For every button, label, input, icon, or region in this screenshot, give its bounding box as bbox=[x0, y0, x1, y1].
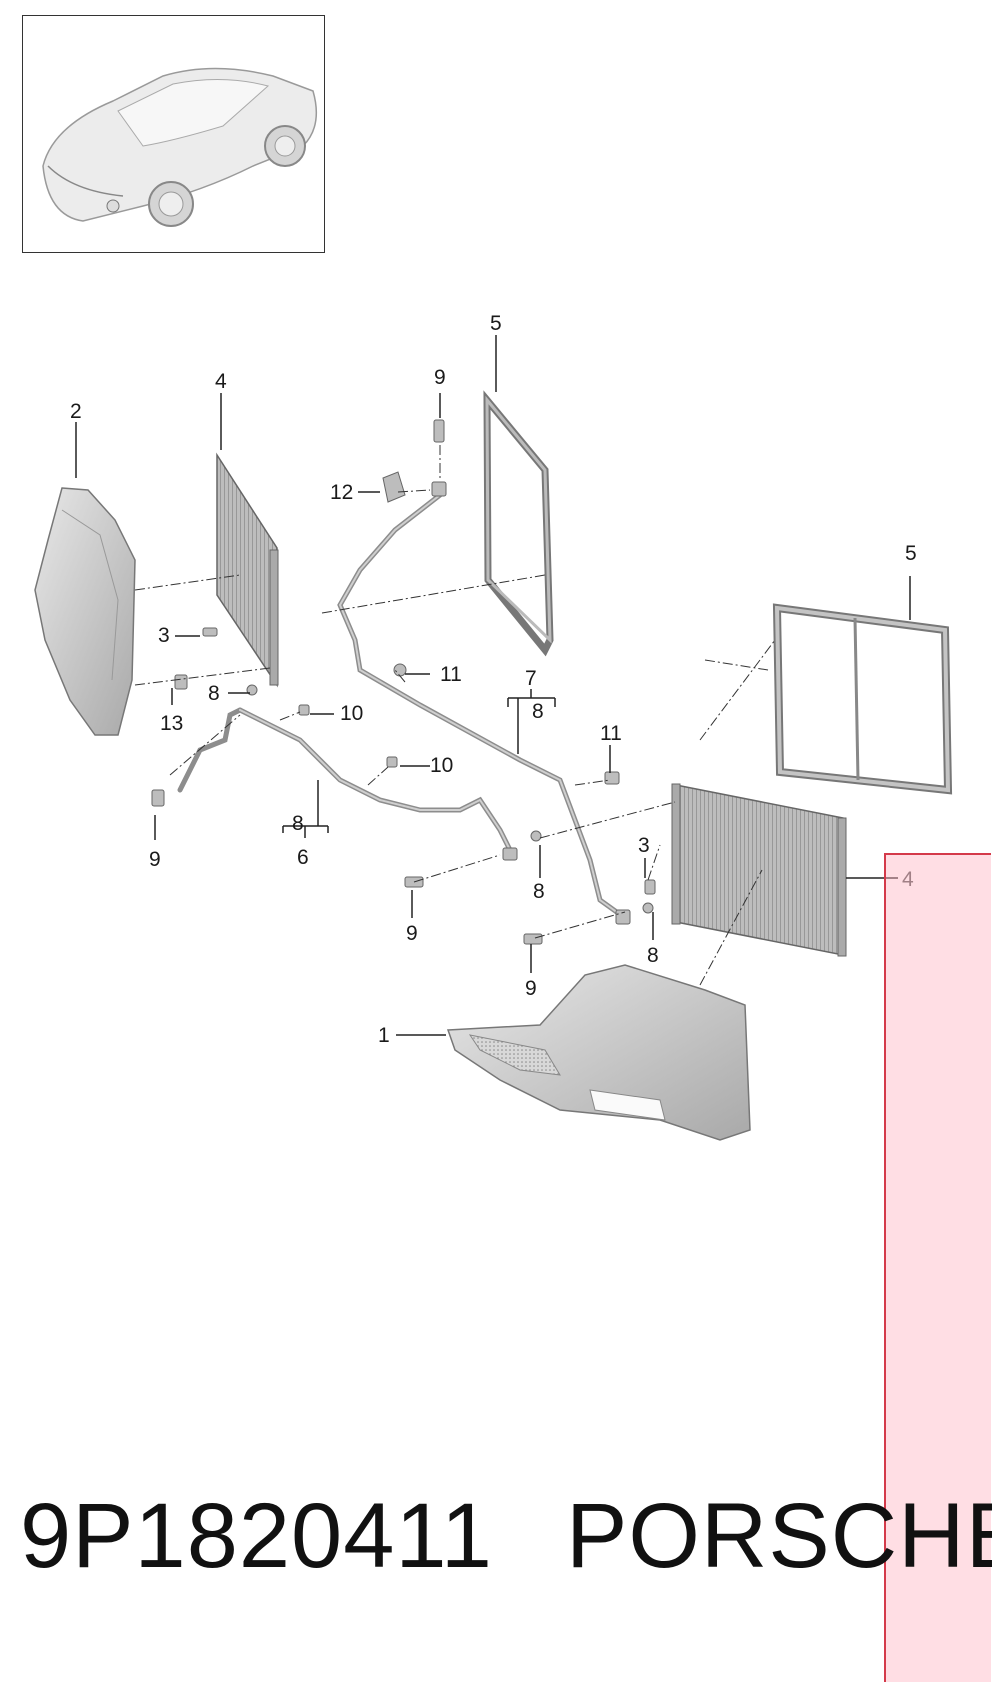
callout-4-right: 4 bbox=[902, 868, 914, 891]
air-duct-left bbox=[34, 487, 136, 736]
callout-1: 1 bbox=[378, 1024, 390, 1047]
highlight-overlay bbox=[884, 853, 991, 1682]
callout-9-top: 9 bbox=[434, 366, 446, 389]
callout-13: 13 bbox=[160, 712, 183, 735]
callout-8-a: 8 bbox=[208, 682, 220, 705]
vehicle-thumbnail bbox=[22, 15, 325, 253]
callout-5-right: 5 bbox=[905, 542, 917, 565]
callout-9-bottom: 9 bbox=[525, 977, 537, 1000]
callout-8-b: 8 bbox=[292, 812, 304, 835]
callout-7: 7 bbox=[525, 667, 537, 690]
alignment-lines bbox=[134, 445, 776, 986]
car-illustration bbox=[42, 67, 318, 227]
callout-9-left: 9 bbox=[149, 848, 161, 871]
air-duct-bottom bbox=[446, 964, 751, 1141]
hardware-items bbox=[151, 419, 656, 945]
callout-8-d: 8 bbox=[533, 880, 545, 903]
callout-3-left: 3 bbox=[158, 624, 170, 647]
callout-11-a: 11 bbox=[440, 663, 462, 686]
callout-2: 2 bbox=[70, 400, 82, 423]
part-number: 9P1820411 bbox=[20, 1485, 493, 1587]
condenser-right bbox=[671, 783, 847, 957]
shroud-frame-top bbox=[483, 390, 554, 657]
refrigerant-lines-highlight bbox=[239, 494, 626, 919]
shroud-frame-right bbox=[772, 603, 953, 795]
callout-12: 12 bbox=[330, 481, 353, 504]
callout-11-b: 11 bbox=[600, 722, 622, 745]
callout-8-c: 8 bbox=[532, 700, 544, 723]
callout-10-b: 10 bbox=[430, 754, 453, 777]
callout-9-mid: 9 bbox=[406, 922, 418, 945]
callout-labels: 1 2 3 3 4 4 5 5 6 7 8 8 8 8 8 8 9 9 9 9 … bbox=[70, 312, 917, 1047]
callout-6: 6 bbox=[297, 846, 309, 869]
callout-10-a: 10 bbox=[340, 702, 363, 725]
condenser-left bbox=[216, 452, 279, 688]
brand-name: PORSCHE bbox=[566, 1485, 992, 1587]
callout-5-top: 5 bbox=[490, 312, 502, 335]
leader-lines bbox=[75, 335, 911, 1036]
callout-8-e: 8 bbox=[647, 944, 659, 967]
callout-3-right: 3 bbox=[638, 834, 650, 857]
callout-4-left: 4 bbox=[215, 370, 227, 393]
